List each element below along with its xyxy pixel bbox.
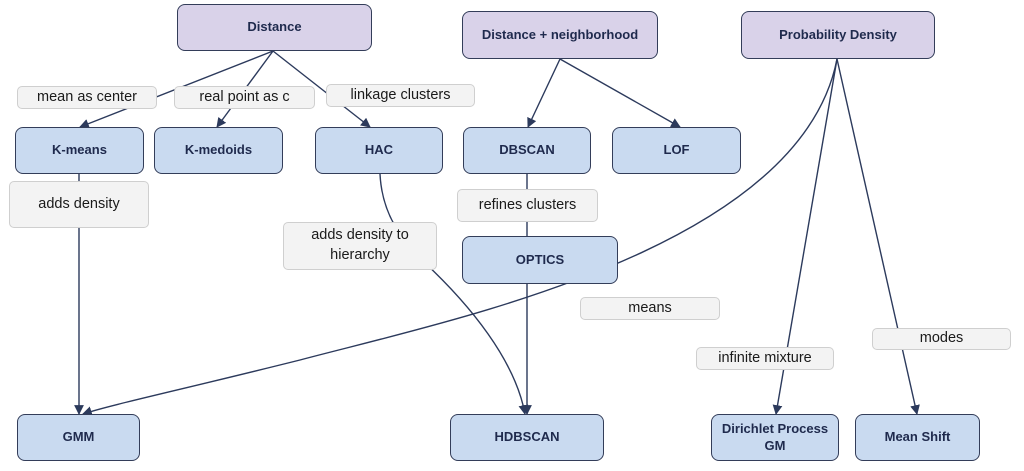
node-hdbscan[interactable]: HDBSCAN xyxy=(450,414,604,461)
edge-label-infinite-mixture: infinite mixture xyxy=(696,347,834,370)
node-mean-shift[interactable]: Mean Shift xyxy=(855,414,980,461)
edge-label-real-point: real point as c xyxy=(174,86,315,109)
node-kmedoids[interactable]: K-medoids xyxy=(154,127,283,174)
node-kmeans[interactable]: K-means xyxy=(15,127,144,174)
edge-neighborhood-dbscan xyxy=(527,58,561,128)
edge-label-means: means xyxy=(580,297,720,320)
edge-neighborhood-lof xyxy=(559,58,681,128)
node-dirichlet-process-gm[interactable]: Dirichlet Process GM xyxy=(711,414,839,461)
node-distance[interactable]: Distance xyxy=(177,4,372,51)
edge-density-meanshift xyxy=(836,58,920,415)
edge-label-adds-density: adds density xyxy=(9,181,149,228)
edge-label-linkage-clusters: linkage clusters xyxy=(326,84,475,107)
edge-label-refines-clusters: refines clusters xyxy=(457,189,598,222)
node-probability-density[interactable]: Probability Density xyxy=(741,11,935,59)
edge-density-gmm xyxy=(82,58,838,416)
node-distance-neighborhood[interactable]: Distance + neighborhood xyxy=(462,11,658,59)
edge-label-mean-as-center: mean as center xyxy=(17,86,157,109)
edge-label-modes: modes xyxy=(872,328,1011,350)
node-dbscan[interactable]: DBSCAN xyxy=(463,127,591,174)
node-optics[interactable]: OPTICS xyxy=(462,236,618,284)
node-hac[interactable]: HAC xyxy=(315,127,443,174)
node-lof[interactable]: LOF xyxy=(612,127,741,174)
edge-distance-hac xyxy=(272,50,371,128)
node-gmm[interactable]: GMM xyxy=(17,414,140,461)
edge-label-adds-density-hierarchy: adds density to hierarchy xyxy=(283,222,437,270)
